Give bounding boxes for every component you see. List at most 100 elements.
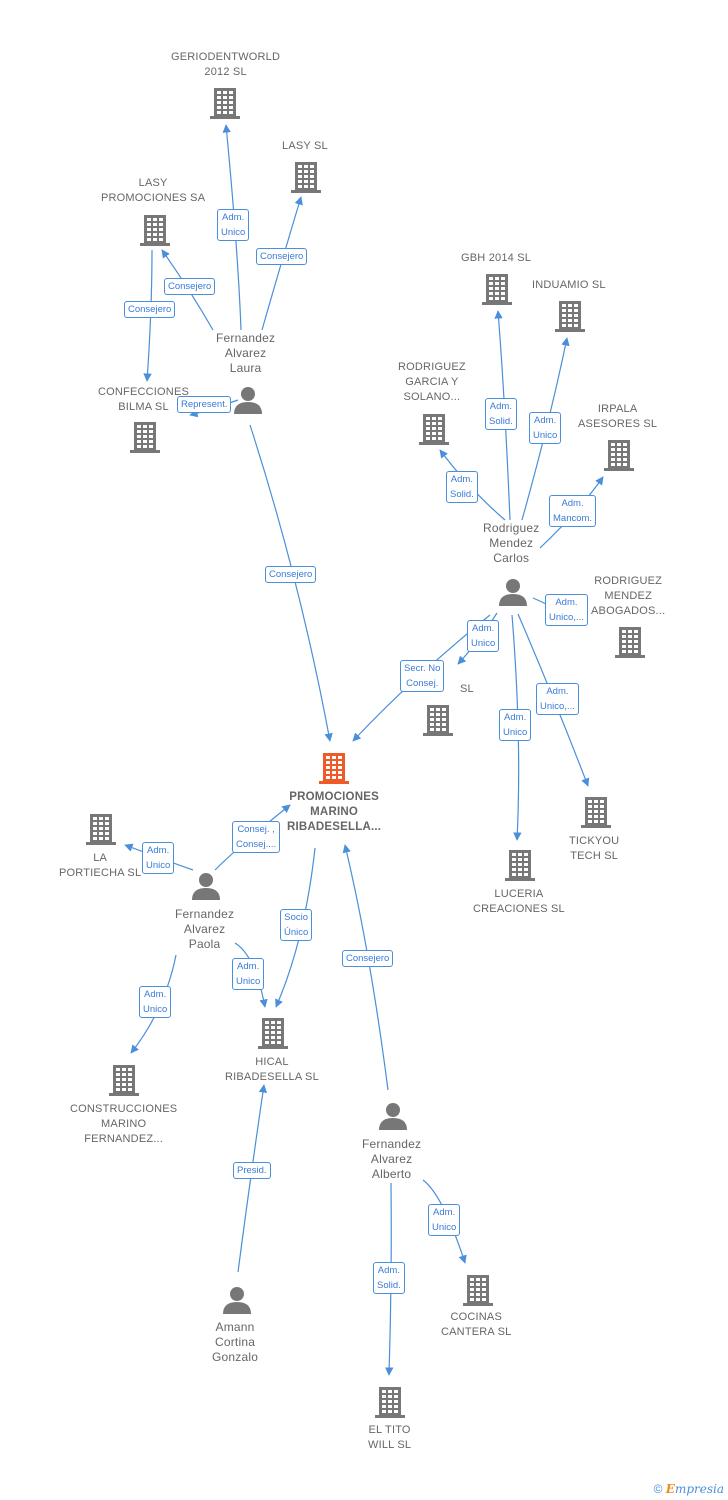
node-label-confecciones[interactable]: CONFECCIONES BILMA SL <box>98 385 189 415</box>
edge-label-fa_paola-to-portiecha[interactable]: Adm.Unico <box>142 842 175 874</box>
edge-label-fa_laura-to-promociones[interactable]: Consejero <box>265 566 317 583</box>
node-label-lasy[interactable]: LASY SL <box>282 139 328 154</box>
edge-label-rm_carlos-to-gbh[interactable]: Adm.Solid. <box>485 398 517 430</box>
edge-label-rm_carlos-to-rgs[interactable]: Adm.Solid. <box>446 471 478 503</box>
edge-label-rm_carlos-to-unk_sl[interactable]: Adm.Unico <box>467 620 500 652</box>
node-label-line: CANTERA SL <box>441 1326 512 1338</box>
edge-label-fa_alberto-to-promociones[interactable]: Consejero <box>342 950 394 967</box>
building-icon[interactable] <box>463 1275 493 1306</box>
building-icon[interactable] <box>86 814 116 845</box>
building-icon[interactable] <box>505 850 535 881</box>
edge-label-rm_carlos-to-rma[interactable]: Adm.Unico,... <box>545 594 588 626</box>
edge-label-line: Único <box>284 927 309 938</box>
building-icon[interactable] <box>319 753 349 784</box>
edge-label-fa_laura-to-confecciones[interactable]: Represent. <box>177 396 232 413</box>
node-label-line: ABOGADOS... <box>591 605 666 617</box>
edge-label-line: Solid. <box>489 416 513 427</box>
building-icon[interactable] <box>615 627 645 658</box>
edge-label-line: Secr. No <box>404 663 441 674</box>
node-label-line: MARINO <box>310 806 358 818</box>
person-icon[interactable] <box>499 579 527 606</box>
edge-label-fa_laura-to-lasy[interactable]: Consejero <box>256 248 308 265</box>
node-label-line: Amann <box>215 1320 255 1334</box>
edge-label-rm_carlos-to-luceria[interactable]: Adm.Unico <box>499 709 532 741</box>
node-label-line: Fernandez <box>216 331 276 345</box>
node-label-gbh[interactable]: GBH 2014 SL <box>461 251 531 266</box>
node-label-line: PORTIECHA SL <box>59 867 142 879</box>
edge-label-rm_carlos-to-induamio[interactable]: Adm. Unico <box>529 412 562 444</box>
edge-label-line: Unico <box>533 430 558 441</box>
edge-label-amann-to-hical[interactable]: Presid. <box>233 1162 271 1179</box>
edge-label-rm_carlos-to-irpala[interactable]: Adm.Mancom. <box>549 495 597 527</box>
building-icon[interactable] <box>291 162 321 193</box>
building-icon[interactable] <box>423 705 453 736</box>
person-icon[interactable] <box>234 387 262 414</box>
building-icon[interactable] <box>109 1065 139 1096</box>
edge-label-fa_paola-to-promociones[interactable]: Consej. ,Consej.... <box>232 821 281 853</box>
edge-label-line: Adm. <box>504 712 527 723</box>
building-icon[interactable] <box>555 301 585 332</box>
building-icon[interactable] <box>140 215 170 246</box>
node-label-line: ASESORES SL <box>578 418 658 430</box>
building-icon[interactable] <box>604 440 634 471</box>
edge-label-fa_paola-to-hical[interactable]: Adm.Unico <box>232 958 265 990</box>
node-label-unk-sl[interactable]: SL <box>460 682 474 697</box>
edge-label-line: Adm. <box>222 212 245 223</box>
building-icon[interactable] <box>258 1018 288 1049</box>
edge-label-fa_paola-to-construcciones[interactable]: Adm.Unico <box>139 986 172 1018</box>
node-label-line: Paola <box>188 937 221 951</box>
building-icon[interactable] <box>419 414 449 445</box>
edge-amann-to-hical <box>237 1084 268 1273</box>
edge-label-fa_alberto-to-cocinas[interactable]: Adm.Unico <box>428 1204 461 1236</box>
building-icon[interactable] <box>130 422 160 453</box>
edge-label-line: Consejero <box>346 953 390 964</box>
edge-label-line: Adm. <box>534 415 557 426</box>
node-label-line: CONFECCIONES <box>98 386 190 398</box>
edge-label-line: Consejero <box>128 304 172 315</box>
edge-label-fa_laura-to-lasy_promociones[interactable]: Consejero <box>164 278 216 295</box>
edge-label-line: Adm. <box>377 1265 400 1276</box>
node-label-line: Laura <box>229 361 262 375</box>
edge-label-lasy_promociones-to-confecciones[interactable]: Consejero <box>124 301 176 318</box>
building-icon[interactable] <box>210 88 240 119</box>
building-icon[interactable] <box>375 1387 405 1418</box>
building-icon[interactable] <box>482 274 512 305</box>
edge-label-line: Presid. <box>237 1165 267 1176</box>
edge-label-fa_alberto-to-eltito[interactable]: Adm. Solid. <box>373 1262 405 1294</box>
building-icon[interactable] <box>581 797 611 828</box>
node-label-line: BILMA SL <box>118 401 169 413</box>
node-label-line: LUCERIA <box>494 888 544 900</box>
node-label-line: PROMOCIONES SA <box>101 192 206 204</box>
edge-label-line: Unico,... <box>549 612 584 623</box>
node-label-induamio[interactable]: INDUAMIO SL <box>532 278 606 293</box>
node-label-line: SOLANO... <box>403 391 461 403</box>
person-icon[interactable] <box>379 1103 407 1130</box>
edge-label-line: Solid. <box>377 1280 401 1291</box>
person-icon[interactable] <box>223 1287 251 1314</box>
edge-label-line: Unico <box>236 976 261 987</box>
person-icon[interactable] <box>192 873 220 900</box>
edge-label-rm_carlos-to-tickyou[interactable]: Adm.Unico,... <box>536 683 579 715</box>
edge-label-fa_laura-to-geriodentworld[interactable]: Adm.Unico <box>217 209 250 241</box>
